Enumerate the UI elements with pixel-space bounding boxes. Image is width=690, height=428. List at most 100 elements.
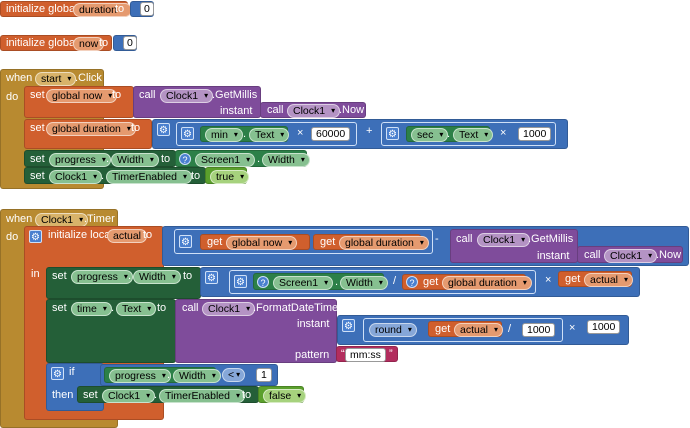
init-global-duration-block[interactable]: initialize global duration to bbox=[0, 1, 132, 17]
call-formatdatetime-block[interactable]: call Clock1▾ .FormatDateTime instant pat… bbox=[175, 299, 338, 363]
set-progress-width-block[interactable]: set progress▾ . Width▾ to bbox=[24, 150, 176, 167]
property-select[interactable]: Text▾ bbox=[453, 128, 494, 142]
property-select[interactable]: Text▾ bbox=[116, 302, 157, 316]
property-select[interactable]: Width▾ bbox=[133, 270, 181, 284]
property-select[interactable]: Width▾ bbox=[262, 153, 310, 167]
var-select[interactable]: actual▾ bbox=[584, 273, 634, 287]
property-select[interactable]: TimerEnabled▾ bbox=[106, 170, 192, 184]
to-label: to bbox=[157, 302, 167, 314]
gear-icon[interactable]: ⚙ bbox=[234, 275, 247, 288]
var-select[interactable]: global duration▾ bbox=[442, 276, 532, 290]
component-select[interactable]: Clock1▾ bbox=[49, 170, 103, 184]
var-select[interactable]: global now▾ bbox=[46, 89, 118, 103]
min-text-getter[interactable]: min▾ . Text▾ bbox=[200, 126, 290, 142]
dropdown-icon: ▾ bbox=[439, 130, 444, 139]
local-name-field[interactable]: actual bbox=[107, 229, 148, 243]
var-select[interactable]: actual▾ bbox=[454, 323, 504, 337]
help-icon[interactable]: ? bbox=[179, 153, 191, 165]
dropdown-icon: ▾ bbox=[624, 275, 629, 284]
round-select[interactable]: round▾ bbox=[369, 323, 417, 337]
call-now-block[interactable]: call Clock1▾ .Now bbox=[260, 102, 366, 118]
get-actual-block[interactable]: get actual▾ bbox=[558, 271, 634, 287]
property-select[interactable]: Width▾ bbox=[111, 153, 159, 167]
component-select[interactable]: Clock1▾ bbox=[160, 89, 214, 103]
var-select[interactable]: global duration▾ bbox=[46, 122, 136, 136]
get-global-duration-block[interactable]: ? get global duration▾ bbox=[402, 274, 532, 290]
set-global-now-block[interactable]: set global now▾ to bbox=[24, 86, 134, 118]
event-component-field[interactable]: start▾ bbox=[35, 72, 77, 86]
screen-width-getter[interactable]: ? Screen1▾ . Width▾ bbox=[175, 150, 310, 167]
component-select[interactable]: Clock1▾ bbox=[604, 249, 658, 263]
dropdown-icon: ▾ bbox=[494, 325, 499, 334]
number-field[interactable]: 1000 bbox=[522, 323, 556, 337]
sec-text-getter[interactable]: sec▾ . Text▾ bbox=[406, 126, 494, 142]
call-getmillis-block[interactable]: call Clock1▾ .GetMillis instant bbox=[450, 229, 578, 263]
component-select[interactable]: progress▾ bbox=[49, 153, 111, 167]
dropdown-icon: ▾ bbox=[147, 304, 152, 313]
component-select[interactable]: Clock1▾ bbox=[477, 233, 531, 247]
component-select[interactable]: progress▾ bbox=[109, 369, 171, 383]
component-select[interactable]: min▾ bbox=[205, 128, 243, 142]
property-select[interactable]: Text▾ bbox=[249, 128, 290, 142]
number-field[interactable]: 1 bbox=[256, 368, 272, 382]
boolean-select[interactable]: true▾ bbox=[210, 170, 250, 184]
method-label: .GetMillis bbox=[212, 89, 258, 101]
set-time-text-block[interactable]: set time▾ . Text▾ to bbox=[46, 299, 176, 363]
component-select[interactable]: Screen1▾ bbox=[195, 153, 256, 167]
gear-icon[interactable]: ⚙ bbox=[181, 127, 194, 140]
number-block[interactable]: 0 bbox=[113, 35, 137, 51]
get-global-duration-block[interactable]: get global duration▾ bbox=[313, 234, 429, 250]
call-getmillis-block[interactable]: call Clock1▾ .GetMillis instant bbox=[133, 86, 261, 118]
get-label: get bbox=[423, 276, 439, 288]
gear-icon[interactable]: ⚙ bbox=[51, 367, 64, 380]
number-field[interactable]: 1000 bbox=[518, 127, 552, 141]
pattern-value-field[interactable]: mm:ss bbox=[345, 348, 386, 362]
help-icon[interactable]: ? bbox=[406, 276, 418, 288]
gear-icon[interactable]: ⚙ bbox=[179, 235, 192, 248]
init-global-now-block[interactable]: initialize global now to bbox=[0, 35, 112, 51]
boolean-false-block[interactable]: false▾ bbox=[258, 386, 307, 403]
event-component-field[interactable]: Clock1▾ bbox=[35, 213, 89, 227]
var-name-field[interactable]: duration bbox=[73, 3, 132, 17]
get-actual-block[interactable]: get actual▾ bbox=[428, 321, 504, 337]
component-select[interactable]: progress▾ bbox=[71, 270, 133, 284]
gear-icon[interactable]: ⚙ bbox=[386, 127, 399, 140]
gear-icon[interactable]: ⚙ bbox=[157, 123, 170, 136]
set-global-duration-block[interactable]: set global duration▾ to bbox=[24, 119, 152, 149]
property-select[interactable]: Width▾ bbox=[173, 369, 221, 383]
set-timer-enabled-block[interactable]: set Clock1▾ . TimerEnabled▾ to bbox=[77, 386, 259, 403]
var-select[interactable]: global now▾ bbox=[226, 236, 298, 250]
set-label: set bbox=[52, 270, 67, 282]
boolean-select[interactable]: false▾ bbox=[263, 389, 307, 403]
set-timer-enabled-block[interactable]: set Clock1▾ . TimerEnabled▾ to bbox=[24, 167, 206, 184]
property-select[interactable]: Width▾ bbox=[340, 276, 388, 290]
number-block[interactable]: 0 bbox=[130, 1, 154, 17]
component-select[interactable]: sec▾ bbox=[411, 128, 449, 142]
component-select[interactable]: time▾ bbox=[71, 302, 112, 316]
component-select[interactable]: Screen1▾ bbox=[273, 276, 334, 290]
call-now-block[interactable]: call Clock1▾ .Now bbox=[577, 246, 683, 263]
var-select[interactable]: global duration▾ bbox=[339, 236, 429, 250]
number-field[interactable]: 0 bbox=[123, 36, 137, 50]
gear-icon[interactable]: ⚙ bbox=[342, 319, 355, 332]
gear-icon[interactable]: ⚙ bbox=[29, 230, 42, 243]
to-label: to bbox=[115, 3, 125, 15]
boolean-true-block[interactable]: true▾ bbox=[205, 167, 250, 184]
component-select[interactable]: Clock1▾ bbox=[287, 104, 341, 118]
screen-width-getter[interactable]: ? Screen1▾ . Width▾ bbox=[253, 273, 388, 290]
text-string-block[interactable]: “ mm:ss ” bbox=[336, 346, 398, 362]
number-field[interactable]: 60000 bbox=[311, 127, 351, 141]
get-global-now-block[interactable]: get global now▾ bbox=[200, 234, 310, 250]
gear-icon[interactable]: ⚙ bbox=[205, 271, 218, 284]
number-field[interactable]: 1000 bbox=[587, 320, 621, 334]
var-name-field[interactable]: now bbox=[73, 37, 105, 51]
set-progress-width-block[interactable]: set progress▾ . Width▾ to bbox=[46, 267, 201, 299]
method-label: .Now bbox=[656, 249, 682, 261]
component-select[interactable]: Clock1▾ bbox=[202, 302, 256, 316]
progress-width-getter[interactable]: progress▾ . Width▾ bbox=[104, 367, 221, 383]
property-select[interactable]: TimerEnabled▾ bbox=[159, 389, 245, 403]
operator-select[interactable]: <▾ bbox=[222, 368, 246, 382]
component-select[interactable]: Clock1▾ bbox=[102, 389, 156, 403]
help-icon[interactable]: ? bbox=[257, 276, 269, 288]
number-field[interactable]: 0 bbox=[140, 2, 154, 16]
